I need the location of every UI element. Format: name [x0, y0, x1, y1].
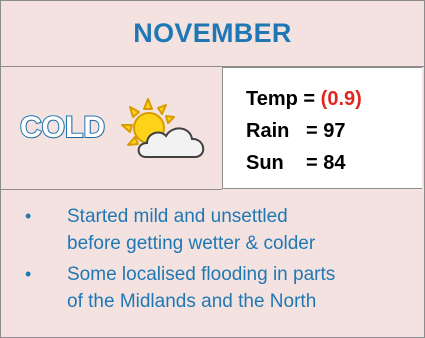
- stats-panel: Temp = (0.9) Rain = 97 Sun = 84: [222, 67, 422, 189]
- condition-label: COLD: [19, 110, 106, 145]
- condition-panel: COLD: [1, 67, 222, 190]
- note-line: Started mild and unsettled: [67, 206, 288, 227]
- note-text: Some localised flooding in parts of the …: [67, 261, 422, 315]
- temp-label: Temp =: [246, 88, 321, 110]
- notes-list: • Started mild and unsettled before gett…: [1, 191, 424, 337]
- list-item: • Some localised flooding in parts of th…: [25, 261, 420, 315]
- rain-stat: Rain = 97: [246, 120, 346, 142]
- temp-stat: Temp = (0.9): [246, 88, 362, 111]
- temp-value: (0.9): [320, 88, 362, 110]
- month-title: NOVEMBER: [133, 18, 292, 48]
- card-header: NOVEMBER: [1, 1, 424, 67]
- bullet-icon: •: [25, 206, 32, 226]
- note-line: before getting wetter & colder: [67, 233, 316, 254]
- note-text: Started mild and unsettled before gettin…: [67, 203, 422, 257]
- list-item: • Started mild and unsettled before gett…: [25, 203, 420, 257]
- note-line: of the Midlands and the North: [67, 291, 317, 312]
- bullet-icon: •: [25, 264, 32, 284]
- note-line: Some localised flooding in parts: [67, 264, 336, 285]
- sun-behind-cloud-icon: [121, 98, 205, 158]
- sun-stat: Sun = 84: [246, 152, 346, 174]
